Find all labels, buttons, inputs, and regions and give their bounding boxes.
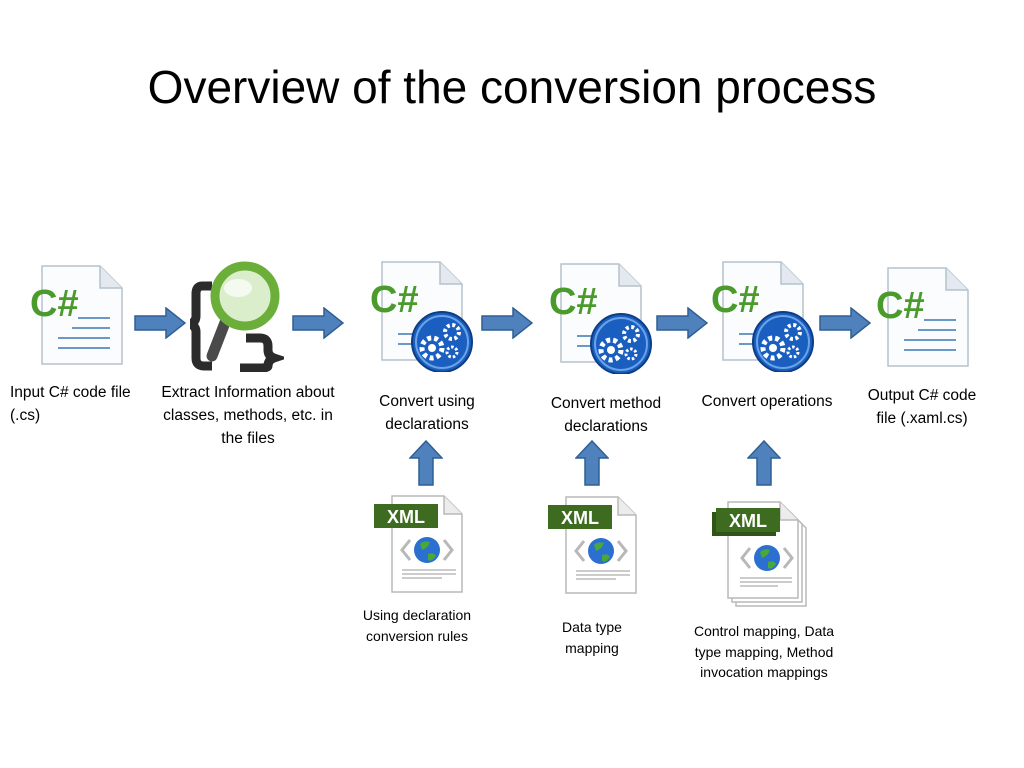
- svg-text:C#: C#: [370, 279, 419, 321]
- flow-arrow-right: [819, 307, 871, 339]
- step-label-using: Convert using declarations: [379, 393, 475, 433]
- step-label-output: Output C# code file (.xaml.cs): [867, 387, 977, 427]
- csharp-glyph: C#: [30, 283, 79, 325]
- svg-text:C#: C#: [876, 285, 925, 327]
- flow-arrow-right: [656, 307, 708, 339]
- csharp-file-icon: C#: [30, 265, 123, 365]
- xml-file-icon: XML: [374, 495, 463, 593]
- step-label-operations: Convert operations: [701, 393, 833, 410]
- csharp-file-icon: C#: [876, 267, 969, 367]
- xml-file-icon: XML: [548, 496, 637, 594]
- rule-label-using: Using declaration conversion rules: [362, 607, 472, 644]
- xml-badge: XML: [729, 511, 767, 531]
- csharp-gear-file-icon: C#: [370, 261, 473, 372]
- flow-arrow-right: [134, 307, 186, 339]
- step-label-extract: Extract Information about classes, metho…: [161, 384, 335, 447]
- flow-arrow-up: [409, 440, 443, 486]
- flow-arrow-up: [575, 440, 609, 486]
- code-search-icon: [190, 261, 284, 372]
- xml-badge: XML: [387, 507, 425, 527]
- rule-label-mappings: Control mapping, Data type mapping, Meth…: [693, 623, 835, 680]
- xml-stack-icon: XML: [712, 501, 807, 607]
- xml-badge: XML: [561, 508, 599, 528]
- step-label-input: Input C# code file (.cs): [10, 384, 131, 424]
- flow-arrow-right: [481, 307, 533, 339]
- flow-arrow-right: [292, 307, 344, 339]
- csharp-gear-file-icon: C#: [711, 261, 814, 372]
- rule-label-datatype: Data type mapping: [562, 619, 622, 656]
- flow-arrow-up: [747, 440, 781, 486]
- step-label-method: Convert method declarations: [550, 395, 662, 435]
- svg-text:C#: C#: [711, 279, 760, 321]
- svg-text:C#: C#: [549, 281, 598, 323]
- csharp-gear-file-icon: C#: [549, 263, 652, 374]
- slide-title: Overview of the conversion process: [147, 61, 877, 113]
